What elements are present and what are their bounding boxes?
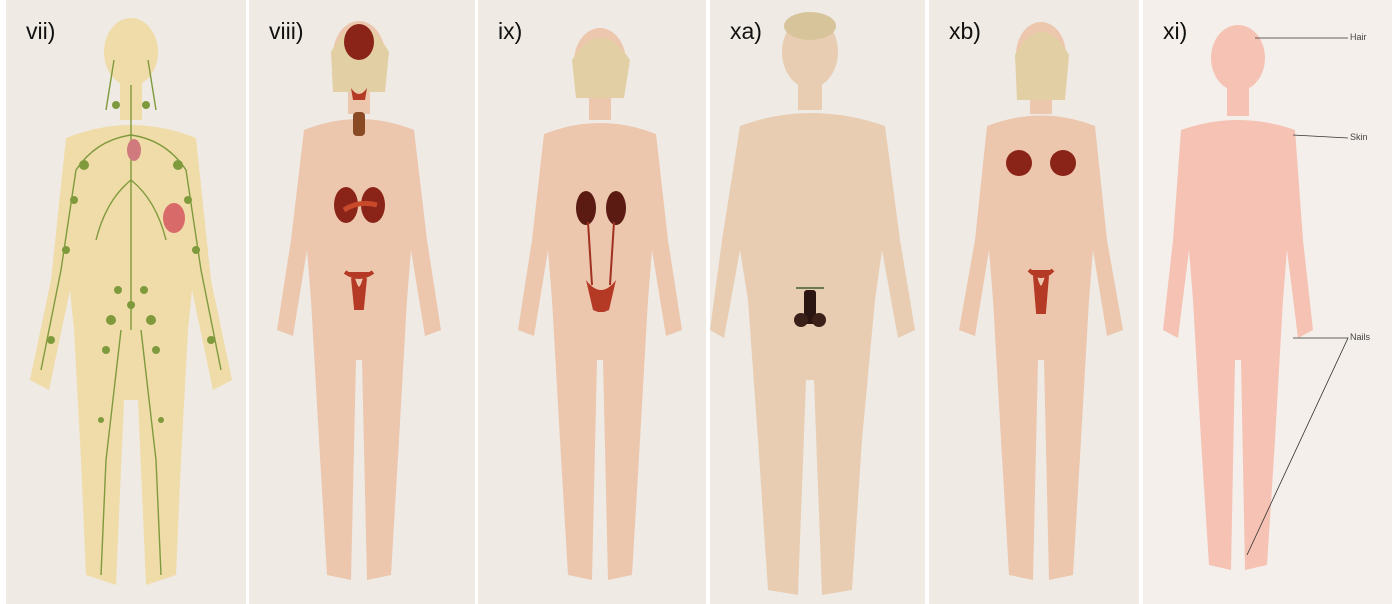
male-reproductive-figure <box>710 0 925 604</box>
female-reproductive-figure <box>929 0 1139 604</box>
hair <box>784 12 836 40</box>
panel-label: xb) <box>949 18 981 45</box>
body-silhouette <box>1163 25 1313 570</box>
thymus <box>127 139 141 161</box>
skin-annotation: Skin <box>1350 132 1368 142</box>
panel-endocrine: viii) <box>249 0 475 604</box>
left-mammary-gland <box>1006 150 1032 176</box>
spleen <box>163 203 185 233</box>
panel-female-reproductive: xb) <box>929 0 1139 604</box>
integumentary-figure <box>1143 0 1392 604</box>
panel-label: viii) <box>269 18 304 45</box>
panel-lymphatic: vii) <box>6 0 246 604</box>
lymphatic-figure <box>6 0 246 604</box>
panel-label: vii) <box>26 18 55 45</box>
panel-integumentary: xi) Hair Skin Nails <box>1143 0 1392 604</box>
thymus <box>353 112 365 136</box>
urinary-figure <box>478 0 706 604</box>
panel-male-reproductive: xa) <box>710 0 925 604</box>
hair-annotation: Hair <box>1350 32 1367 42</box>
left-kidney <box>576 191 596 225</box>
panel-urinary: ix) <box>478 0 706 604</box>
panel-label: xi) <box>1163 18 1187 45</box>
panel-label: xa) <box>730 18 762 45</box>
panel-label: ix) <box>498 18 522 45</box>
endocrine-figure <box>249 0 475 604</box>
right-mammary-gland <box>1050 150 1076 176</box>
nails-annotation: Nails <box>1350 332 1370 342</box>
brain <box>344 24 374 60</box>
right-kidney <box>606 191 626 225</box>
